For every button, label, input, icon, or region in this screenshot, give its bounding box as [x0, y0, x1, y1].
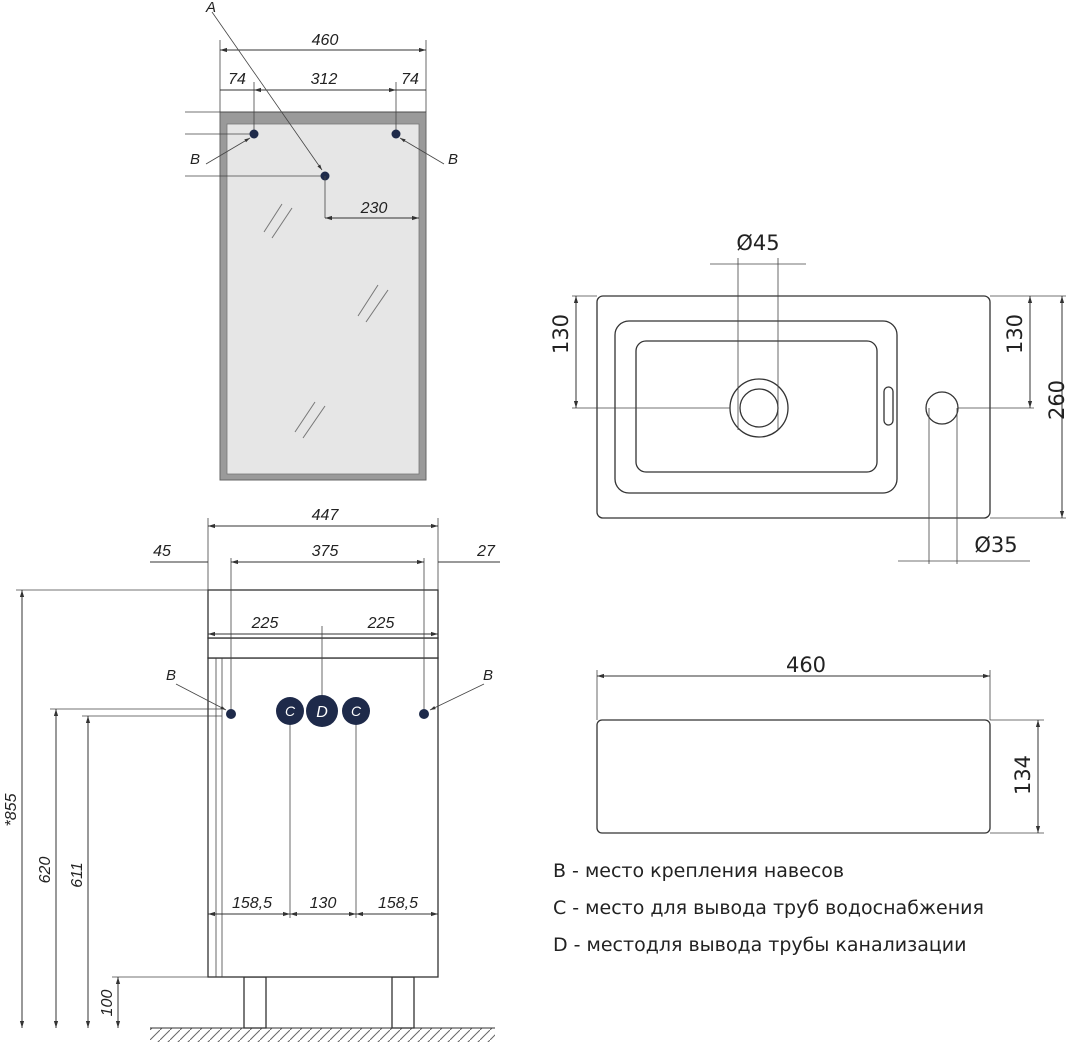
bottom-left-dim-label: 158,5	[232, 895, 272, 912]
legend-text-d: - местодля вывода трубы канализации	[573, 934, 967, 956]
cabinet-hole-b-left	[226, 709, 236, 719]
legend-text-c: - место для вывода труб водоснабжения	[572, 897, 984, 919]
sink-front-height-label: 134	[1011, 755, 1035, 795]
mirror-right-offset-label: 74	[401, 71, 419, 88]
sink-front-width-label: 460	[786, 653, 826, 677]
cabinet-left-offset-label: 45	[153, 543, 171, 560]
glass-reflection-marks	[263, 203, 389, 439]
legend-item-c: C- место для вывода труб водоснабжения	[553, 897, 990, 919]
cabinet-half-right-label: 225	[367, 615, 395, 632]
mirror-hole-offset-label: 230	[360, 200, 388, 217]
sink-on-cabinet	[207, 589, 439, 639]
sink-top-view: Ø45 Ø35 130 130 260	[549, 231, 1069, 564]
marker-c-left-label: C	[285, 703, 296, 719]
cabinet-top-rail	[207, 637, 439, 659]
mirror-b-left-label: B	[190, 151, 200, 168]
cabinet-b-right-label: B	[483, 667, 493, 684]
marker-c-right-label: C	[351, 703, 362, 719]
mirror-point-a-label: A	[205, 0, 216, 16]
mirror-hole-b-right	[391, 129, 401, 139]
mirror-hole-b-left	[249, 129, 259, 139]
sink-front-outline	[596, 719, 991, 834]
drain-diameter-label: Ø35	[974, 533, 1017, 557]
sink-right-depth-label: 130	[1003, 314, 1027, 354]
legend-text-b: - место крепления навесов	[572, 860, 845, 882]
cabinet-half-left-label: 225	[251, 615, 279, 632]
height-611-label: 611	[69, 862, 86, 888]
legend-item-b: B- место крепления навесов	[553, 860, 850, 882]
cabinet-b-left-label: B	[166, 667, 176, 684]
legend-key-d: D	[553, 934, 568, 956]
bottom-right-dim-label: 158,5	[378, 895, 418, 912]
cabinet-width-label: 447	[312, 507, 340, 524]
cabinet-inner-width-label: 375	[312, 543, 339, 560]
marker-c-left	[276, 697, 304, 725]
mirror-spacing-label: 312	[311, 71, 338, 88]
legend-item-d: D- местодля вывода трубы канализации	[553, 934, 972, 956]
sink-front-view: 460 134	[596, 653, 1044, 834]
sink-total-depth-label: 260	[1045, 380, 1069, 420]
marker-d-label: D	[316, 704, 328, 721]
cabinet-right-offset-label: 27	[476, 543, 496, 560]
overflow-slot	[883, 386, 894, 426]
mirror-glass	[226, 123, 420, 475]
drain-hole	[925, 391, 959, 425]
cabinet-leg-left	[243, 976, 267, 1029]
mirror-b-right-label: B	[448, 151, 458, 168]
mirror-left-offset-label: 74	[228, 71, 246, 88]
legend-key-c: C	[553, 897, 567, 919]
height-620-label: 620	[37, 857, 54, 884]
mirror-width-label: 460	[312, 32, 339, 49]
mirror-view: 460 74 312 74 230 A B B	[185, 0, 458, 481]
sink-left-depth-label: 130	[549, 314, 573, 354]
tap-diameter-label: Ø45	[736, 231, 779, 255]
bottom-mid-dim-label: 130	[310, 895, 337, 912]
cabinet-view: 447 45 375 27 225 225 B B C D C 158,5	[3, 507, 500, 1042]
leg-height-label: 100	[99, 990, 116, 1017]
legend-key-b: B	[553, 860, 567, 882]
cabinet-hole-b-right	[419, 709, 429, 719]
marker-d	[306, 695, 338, 727]
cabinet-leg-right	[391, 976, 415, 1029]
total-height-label: *855	[3, 793, 20, 826]
floor-hatch	[150, 1028, 495, 1042]
marker-c-right	[342, 697, 370, 725]
tap-hole-inner	[739, 388, 779, 428]
